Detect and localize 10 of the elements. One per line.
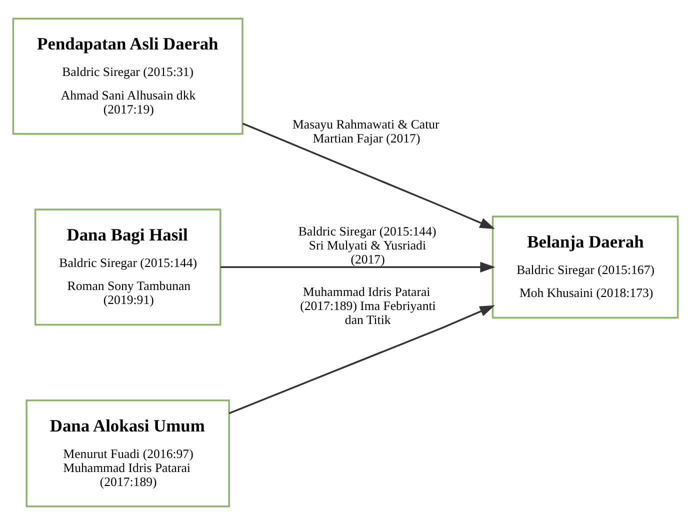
- edge-label: Muhammad Idris Patarai (2017:189) Ima Febriyanti dan Titik: [300, 285, 436, 327]
- node-box: Dana Alokasi Umum Menurut Fuadi (2016:97) Muhammad Idris Patarai (2017:189): [26, 400, 230, 508]
- arrow: [228, 305, 495, 414]
- arrow: [242, 122, 495, 229]
- node-box: Dana Bagi Hasil Baldric Siregar (2015:144) Roman Sony Tambunan (2019:91): [34, 208, 222, 326]
- edge-label: Baldric Siregar (2015:144) Sri Mulyati & Yusriadi (2017): [298, 224, 436, 266]
- arrow: [220, 262, 496, 272]
- edge-label: Masayu Rahmawati & Catur Martian Fajar (2017): [292, 117, 440, 146]
- node-box: Belanja Daerah Baldric Siregar (2015:167) Moh Khusaini (2018:173): [492, 216, 679, 319]
- node-box: Pendapatan Asli Daerah Baldric Siregar (2015:31) Ahmad Sani Alhusain dkk (2017:19): [12, 18, 244, 135]
